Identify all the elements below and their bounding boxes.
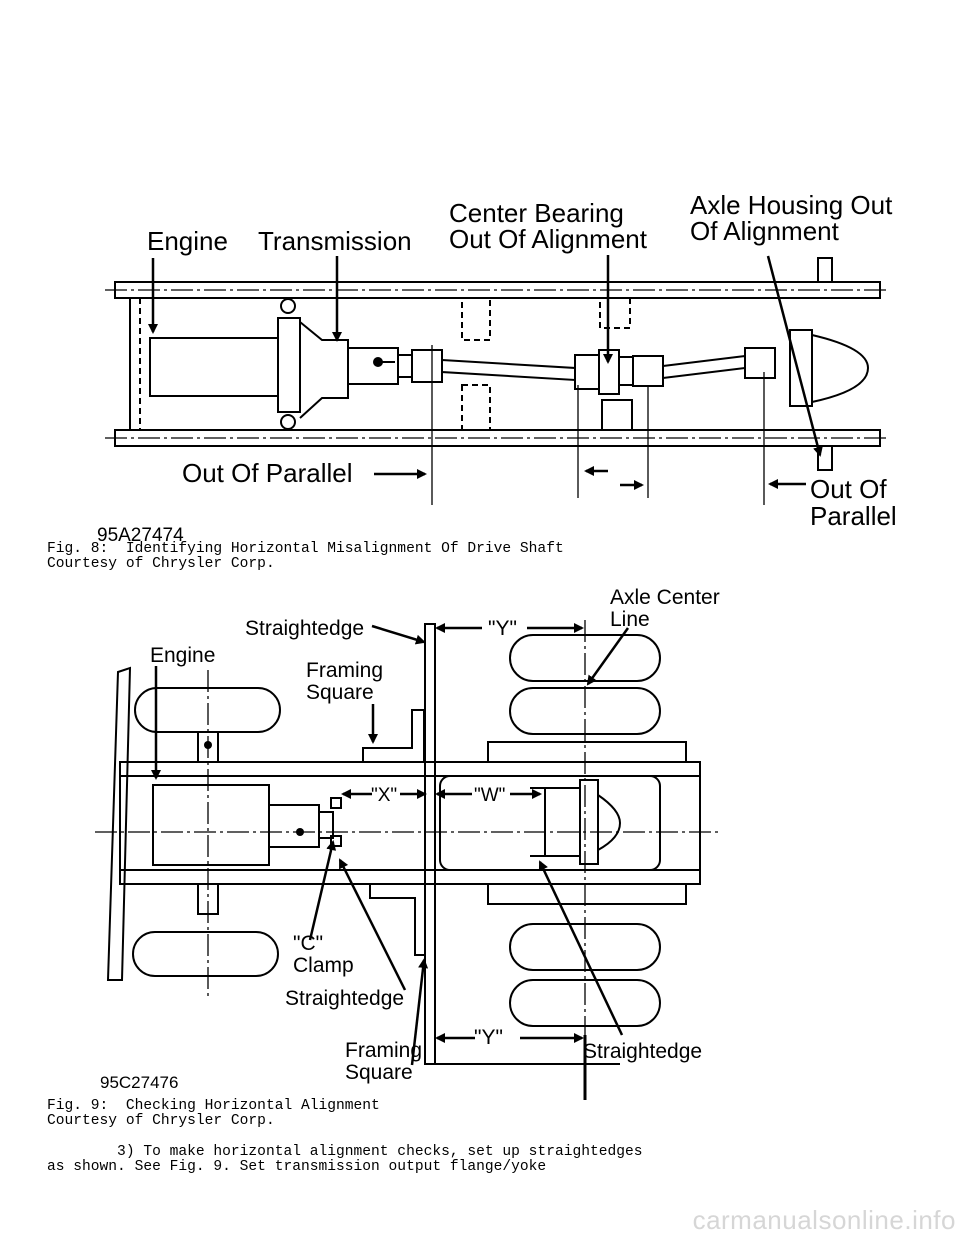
fig9-label-c-clamp-line2: Clamp (293, 954, 354, 977)
fig8-code: 95A27474 (97, 525, 184, 545)
fig8-label-engine: Engine (147, 226, 228, 256)
fig9-label-axle-center-line2: Line (610, 608, 650, 631)
fig9-label-framing-square-top-line1: Framing (306, 659, 383, 682)
figure-8-diagram: Engine Transmission Center Bearing Out O… (0, 0, 960, 546)
fig9-centerlines (95, 620, 720, 1080)
fig8-label-out-of-line2: Parallel (810, 501, 897, 531)
fig8-label-transmission: Transmission (258, 226, 412, 256)
fig9-front-axle-dot (204, 741, 212, 749)
figure-9-svg: Straightedge "Y" Axle Center Line Engine… (95, 586, 720, 1105)
fig9-label-straightedge-top: Straightedge (245, 617, 364, 640)
fig9-label-framing-square-bottom-line1: Framing (345, 1039, 422, 1062)
fig9-label-straightedge-mid: Straightedge (285, 987, 404, 1010)
fig9-credit: Courtesy of Chrysler Corp. (47, 1113, 275, 1129)
fig9-arrows (151, 623, 630, 1066)
fig8-label-out-of-line1: Out Of (810, 474, 887, 504)
fig9-code: 95C27476 (100, 1073, 178, 1092)
watermark-footer: carmanualsonline.info (692, 1205, 956, 1235)
fig8-reference-lines (431, 345, 765, 505)
fig8-frame (114, 257, 881, 471)
fig9-label-axle-center-line1: Axle Center (610, 586, 720, 609)
figure-8-svg: Engine Transmission Center Bearing Out O… (97, 190, 897, 546)
fig8-label-axle-housing-line2: Of Alignment (690, 216, 840, 246)
fig9-label-c-clamp-line1: "C" (293, 932, 323, 955)
fig9-label-x: "X" (371, 785, 397, 806)
fig8-arrows (148, 255, 823, 490)
body-text-line1: 3) To make horizontal alignment checks, … (47, 1144, 643, 1160)
fig8-credit: Courtesy of Chrysler Corp. (47, 556, 275, 572)
body-text-line2: as shown. See Fig. 9. Set transmission o… (47, 1159, 547, 1175)
fig9-label-w: "W" (474, 785, 505, 806)
fig9-label-y-bottom: "Y" (474, 1026, 503, 1049)
fig9-caption: Fig. 9: Checking Horizontal Alignment (47, 1098, 380, 1114)
fig8-label-out-of-parallel: Out Of Parallel (182, 458, 353, 488)
fig9-label-straightedge-right: Straightedge (583, 1040, 702, 1063)
fig8-label-center-bearing-line1: Center Bearing (449, 198, 624, 228)
fig9-engine-center-dot (296, 828, 304, 836)
fig8-label-center-bearing-line2: Out Of Alignment (449, 224, 648, 254)
fig8-caption: Fig. 8: Identifying Horizontal Misalignm… (47, 541, 564, 557)
fig9-label-framing-square-bottom-line2: Square (345, 1061, 413, 1084)
fig9-chassis (106, 623, 701, 1065)
fig9-label-framing-square-top-line2: Square (306, 681, 374, 704)
fig8-centerlines (105, 289, 890, 439)
fig9-label-y-top: "Y" (488, 617, 517, 640)
figure-9-diagram: Straightedge "Y" Axle Center Line Engine… (0, 580, 960, 1105)
fig9-label-engine: Engine (150, 644, 215, 667)
fig8-label-axle-housing-line1: Axle Housing Out (690, 190, 893, 220)
